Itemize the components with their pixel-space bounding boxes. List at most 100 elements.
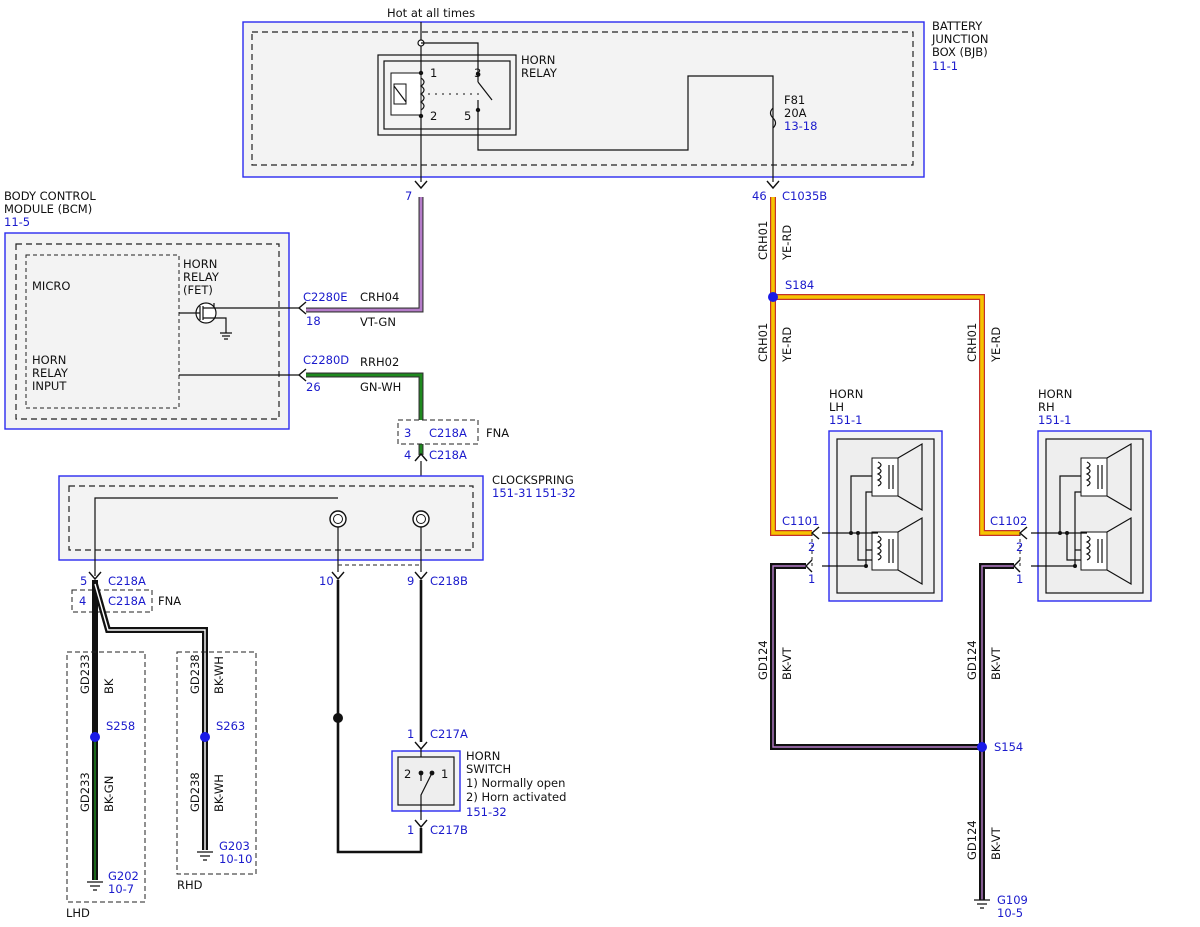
clockspring-pin-9: 9 [407,574,414,588]
clockspring-conn-c218a: C218A [108,574,146,588]
clockspring-conn-c218b: C218B [430,574,468,588]
horn-rh-pin-1: 1 [1016,572,1023,586]
splice-s154 [977,742,987,752]
wire-gd124-code-b: GD124 [965,640,979,680]
horn-lh-title-line1: HORN [829,387,863,401]
fna-connector-c218a-lower: 4 C218A FNA [71,589,181,613]
relay-input-label-line1: HORN [32,353,66,367]
fna-conn-upper: C218A [429,426,467,440]
wire-crh01-color-b: YE-RD [780,327,794,363]
switch-conn-c217b: C217B [430,823,468,837]
relay-input-label-line3: INPUT [32,379,67,393]
switch-pin-1-label: 1 [441,767,448,781]
horn-switch: 2 1 [391,749,461,820]
bjb-ref: 11-1 [932,59,958,73]
battery-junction-box: Hot at all times BATTERY JUNCTION BOX (B… [242,6,989,203]
ground-g109-ref: 10-5 [997,906,1023,920]
switch-pin-1-top: 1 [407,727,414,741]
splice-s184 [768,292,778,302]
horn-rh-connector: C1102 [990,514,1027,528]
fuse-f81-rating: 20A [784,106,807,120]
bcm-pin-26: 26 [306,380,321,394]
horn-rh: HORN RH 151-1 [1031,387,1152,602]
wire-crh01-code-a: CRH01 [756,221,770,260]
bcm-connector-c2280d: C2280D [303,353,349,367]
wire-gd238-code-b: GD238 [188,772,202,812]
ground-g202-ref: 10-7 [108,882,134,896]
wire-crh01-color-a: YE-RD [780,225,794,261]
bcm-pin-18: 18 [306,314,321,328]
rhd-region [176,651,257,875]
wire-gd124-color-b: BK-VT [989,646,1003,680]
ground-g203-ref: 10-10 [219,852,252,866]
clockspring-ref-2: 151-32 [535,486,576,500]
wire-gd238-color-b: BK-WH [212,774,226,812]
splice-s258 [90,732,100,742]
horn-switch-note-1: 1) Normally open [466,776,565,790]
wire-crh04-color: VT-GN [360,315,396,329]
wire-gd233-code-a: GD233 [78,654,92,694]
wire-crh01-code-c: CRH01 [965,323,979,362]
bcm-ref: 11-5 [4,215,30,229]
fna-connector-c218a: 3 C218A FNA 4 C218A [397,419,509,462]
switch-contact-icon [420,772,433,805]
horn-relay-title-line1: HORN [521,53,555,67]
bjb-pin-46: 46 [752,189,767,203]
wire-crh04-code: CRH04 [360,290,399,304]
fet-label-line1: HORN [183,257,217,271]
horn-switch-ref: 151-32 [466,805,507,819]
wire-rrh02-color: GN-WH [360,380,401,394]
body-control-module: BODY CONTROL MODULE (BCM) 11-5 MICRO HOR… [4,189,349,430]
relay-pin-2: 2 [430,109,437,123]
horn-lh-pin-1: 1 [808,572,815,586]
relay-input-label-line2: RELAY [32,366,69,380]
fna-lower-pin-4: 4 [79,594,86,608]
switch-conn-c217a: C217A [430,727,468,741]
splice-s263-label: S263 [216,719,245,733]
wire-gd124-color-c: BK-VT [989,826,1003,860]
fuse-f81-icon [769,107,777,129]
lhd-region [66,651,146,903]
fet-label-line2: RELAY [183,270,220,284]
wire-gd124-code-c: GD124 [965,820,979,860]
bjb-connector-c1035b: C1035B [782,189,827,203]
fet-label-line3: (FET) [183,283,213,297]
horn-rh-title-line2: RH [1038,400,1055,414]
wire-rrh02-code: RRH02 [360,355,399,369]
horn-lh-connector: C1101 [782,514,819,528]
bjb-pin-7: 7 [405,189,412,203]
rhd-label: RHD [177,878,203,892]
bjb-title-line3: BOX (BJB) [932,45,988,59]
switch-pin-1-bottom: 1 [407,823,414,837]
horn-lh-title-line2: LH [829,400,844,414]
horn-lh-pin-2: 2 [808,540,815,554]
wire-crh01-code-b: CRH01 [756,323,770,362]
wire-crh01-color-c: YE-RD [989,327,1003,363]
horn-rh-title-line1: HORN [1038,387,1072,401]
ground-g202-label: G202 [108,869,139,883]
clockspring-pin-5: 5 [80,574,87,588]
fna-label-upper: FNA [486,426,509,440]
bcm-title-line1: BODY CONTROL [4,189,96,203]
clockspring-coil-left-icon [329,510,347,528]
clockspring-pin-10: 10 [319,574,334,588]
horn-switch-note-2: 2) Horn activated [466,790,566,804]
bjb-title-line2: JUNCTION [931,32,989,46]
bjb-title-line1: BATTERY [932,19,983,33]
splice-s263 [200,732,210,742]
clockspring-ref-1: 151-31 [492,486,533,500]
wire-gd124-code-a: GD124 [756,640,770,680]
fna-conn-lower: C218A [429,448,467,462]
fet-transistor-icon [179,302,232,340]
splice-s184-label: S184 [785,278,814,292]
horn-rh-pin-2: 2 [1016,540,1023,554]
horn-rh-upper-speaker-icon [1080,442,1132,512]
wire-gd238-color-a: BK-WH [212,656,226,694]
ground-g203-label: G203 [219,839,250,853]
relay-pin-5: 5 [464,109,471,123]
lhd-label: LHD [66,906,90,920]
fuse-f81-name: F81 [784,93,805,107]
clockspring-coil-right-icon [412,510,430,528]
ground-g109-label: G109 [997,893,1028,907]
